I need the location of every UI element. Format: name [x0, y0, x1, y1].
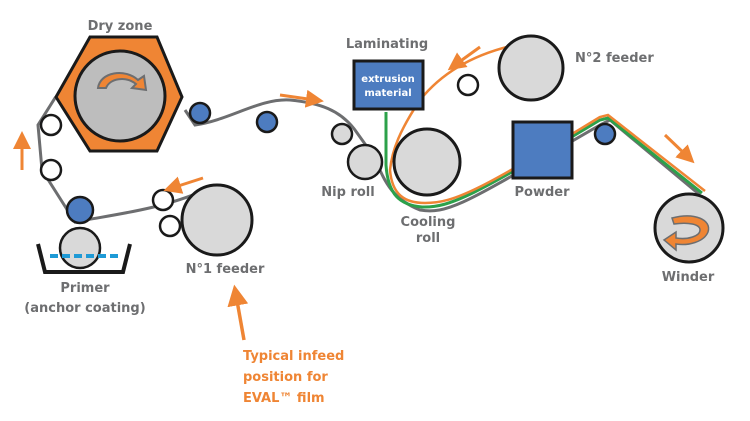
blue-roll-dryzone-exit — [188, 101, 212, 125]
feeder2-label: N°2 feeder — [575, 51, 654, 66]
laminating-label: Laminating — [346, 37, 428, 52]
blue-roll-right — [593, 122, 617, 146]
dry-zone-drum — [73, 49, 167, 143]
blue-roll-middle — [255, 110, 279, 134]
nip-roll-label: Nip roll — [321, 185, 374, 200]
direction-arrow-feeder1 — [163, 176, 204, 194]
primer-label-2: (anchor coating) — [24, 301, 145, 316]
primer-label-1: Primer — [60, 281, 110, 296]
direction-arrow-winder — [663, 133, 695, 164]
infeed-note-1: Typical infeed — [243, 349, 344, 364]
powder-box — [511, 120, 574, 180]
feeder1-label: N°1 feeder — [186, 262, 265, 277]
feeder2-roll — [497, 34, 565, 102]
cooling-roll-label-2: roll — [416, 231, 440, 246]
guide-roll-feeder1-lower — [158, 214, 182, 238]
guide-roll-feeder1-upper — [151, 188, 175, 212]
cooling-roll-label-1: Cooling — [401, 215, 456, 230]
guide-roll-left-lower — [39, 158, 63, 182]
extrusion-label-1: extrusion — [361, 74, 414, 85]
guide-roll-feeder2 — [456, 73, 480, 97]
extrusion-box — [352, 59, 425, 111]
rotation-arrow-icon — [96, 72, 148, 92]
guide-roll-left-upper — [39, 113, 63, 137]
feeder1-roll — [180, 183, 254, 257]
infeed-note-3: EVAL™ film — [243, 391, 325, 406]
infeed-pointer-arrow — [227, 284, 249, 341]
direction-arrow-middle — [279, 89, 324, 108]
winder-rotation-icon — [662, 215, 710, 252]
nip-roll — [346, 143, 384, 181]
primer-tray — [36, 243, 132, 274]
dry-zone-label: Dry zone — [88, 19, 153, 34]
primer-roll — [58, 226, 102, 270]
extrusion-label-2: material — [364, 88, 411, 99]
winder-roll — [653, 192, 725, 264]
web-path-orange — [388, 43, 706, 205]
blue-roll-primer — [65, 195, 95, 225]
infeed-note-2: position for — [243, 370, 328, 385]
guide-roll-nip-upper — [330, 122, 354, 146]
winder-label: Winder — [662, 270, 715, 285]
cooling-roll — [392, 127, 462, 197]
powder-label: Powder — [514, 185, 570, 200]
direction-arrow-feeder2 — [447, 45, 481, 71]
